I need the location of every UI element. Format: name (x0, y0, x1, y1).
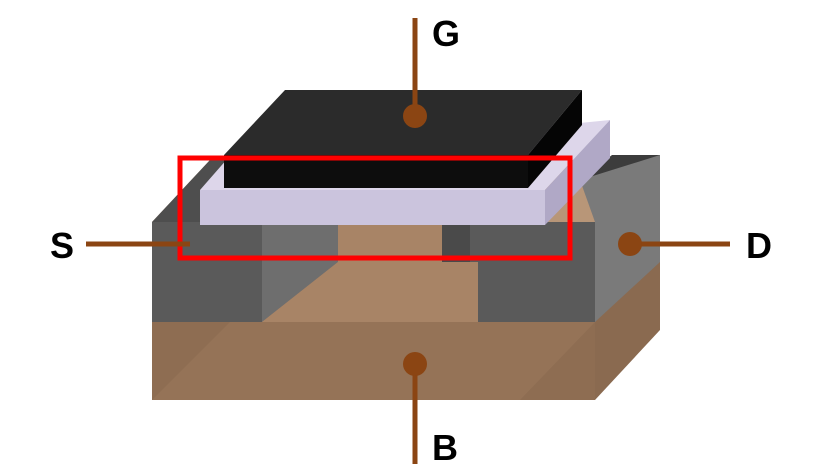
drain-terminal (618, 232, 730, 256)
drain-label: D (746, 225, 772, 266)
drain-region-inner (442, 222, 470, 262)
channel-region (262, 222, 478, 322)
oxide-right (545, 120, 610, 225)
gate-metal (224, 90, 582, 188)
substrate-lower-diagonal (152, 322, 595, 400)
body-label: B (432, 427, 458, 468)
body-terminal (403, 352, 427, 464)
gate-contact-dot (403, 104, 427, 128)
gate-metal-right (528, 90, 582, 188)
body-contact-dot (403, 352, 427, 376)
gate-metal-front (224, 155, 528, 188)
source-label: S (50, 225, 74, 266)
highlight-box (177, 155, 573, 261)
source-region-side (262, 222, 338, 322)
gate-label: G (432, 13, 460, 54)
gate-terminal (403, 18, 427, 128)
drain-contact-dot (618, 232, 642, 256)
gate-metal-top (224, 90, 582, 155)
oxide-front (200, 190, 545, 225)
drain-region-front (442, 222, 595, 322)
source-region-front (152, 222, 262, 322)
